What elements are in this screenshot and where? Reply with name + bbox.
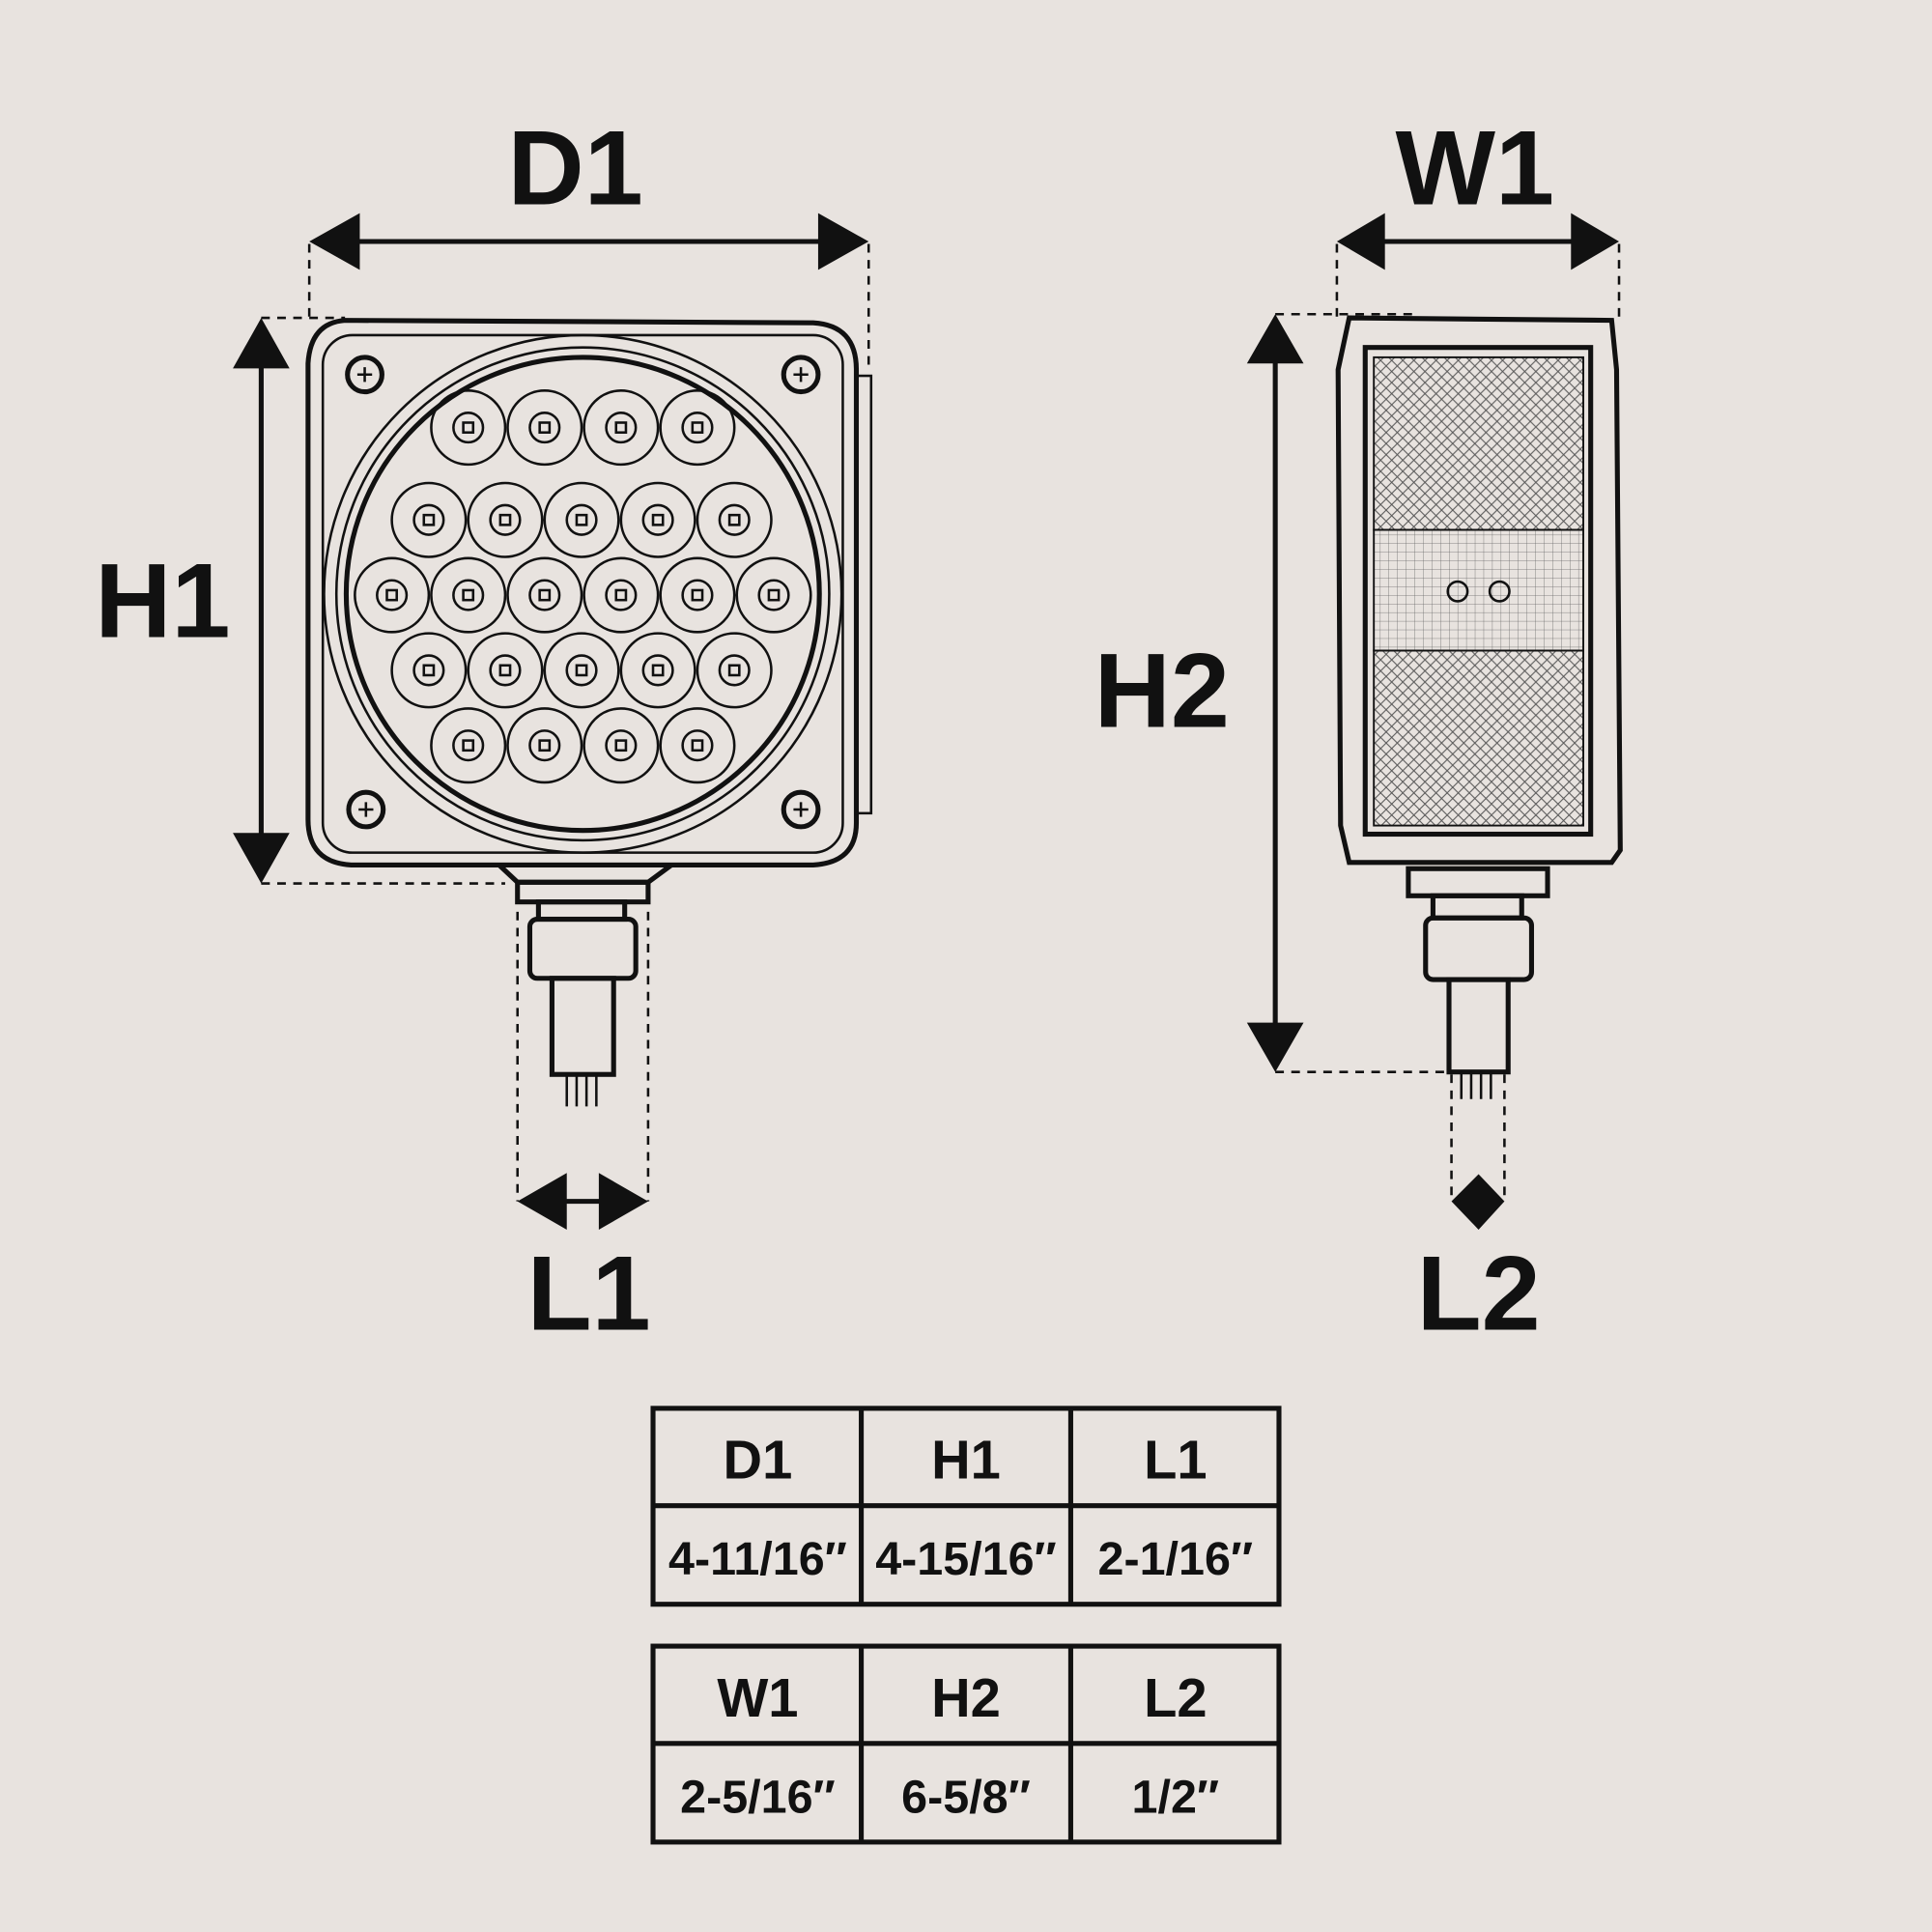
- led-icon: [506, 389, 583, 467]
- label-w1: W1: [1396, 110, 1555, 228]
- led-icon: [430, 556, 507, 634]
- table-header: H1: [931, 1430, 1001, 1491]
- led-icon: [543, 632, 620, 709]
- led-icon: [506, 707, 583, 784]
- led-icon: [354, 556, 431, 634]
- led-icon: [467, 481, 544, 558]
- dimension-table-2: W1 H2 L2 2-5/16″ 6-5/8″ 1/2″: [650, 1643, 1282, 1845]
- led-icon: [659, 707, 736, 784]
- label-l1: L1: [527, 1235, 651, 1352]
- table-header: L1: [1144, 1430, 1207, 1491]
- label-l2: L2: [1417, 1235, 1541, 1352]
- screw-icon: [781, 355, 821, 395]
- led-icon: [390, 632, 468, 709]
- screw-icon: [345, 355, 384, 395]
- led-icon: [659, 389, 736, 467]
- screw-icon: [346, 789, 386, 830]
- table-cell: 4-15/16″: [875, 1533, 1057, 1585]
- led-icon: [582, 707, 660, 784]
- led-icon: [619, 481, 696, 558]
- led-icon: [619, 632, 696, 709]
- led-icon: [430, 389, 507, 467]
- led-icon: [659, 556, 736, 634]
- table-header: W1: [717, 1667, 798, 1728]
- led-icon: [696, 481, 773, 558]
- table-cell: 4-11/16″: [668, 1533, 847, 1585]
- led-icon: [735, 556, 812, 634]
- led-array: [354, 389, 812, 784]
- dimension-table-1: D1 H1 L1 4-11/16″ 4-15/16″ 2-1/16″: [650, 1406, 1282, 1607]
- table-header: D1: [724, 1430, 793, 1491]
- led-icon: [582, 389, 660, 467]
- led-icon: [506, 556, 583, 634]
- led-icon: [696, 632, 773, 709]
- label-h2: H2: [1094, 633, 1230, 751]
- led-icon: [390, 481, 468, 558]
- side-view-lamp: [1335, 315, 1623, 1099]
- led-icon: [430, 707, 507, 784]
- label-d1: D1: [508, 110, 643, 228]
- table-cell: 2-1/16″: [1098, 1533, 1254, 1585]
- label-h1: H1: [95, 542, 230, 660]
- table-header: H2: [931, 1667, 1001, 1728]
- led-icon: [467, 632, 544, 709]
- led-icon: [582, 556, 660, 634]
- led-icon: [543, 481, 620, 558]
- table-cell: 2-5/16″: [680, 1771, 836, 1823]
- table-cell: 6-5/8″: [901, 1771, 1031, 1823]
- table-header: L2: [1144, 1667, 1207, 1728]
- front-view-lamp: [305, 318, 873, 1107]
- screw-icon: [781, 789, 821, 830]
- dimension-lines: [233, 213, 1621, 1230]
- table-cell: 1/2″: [1132, 1771, 1220, 1823]
